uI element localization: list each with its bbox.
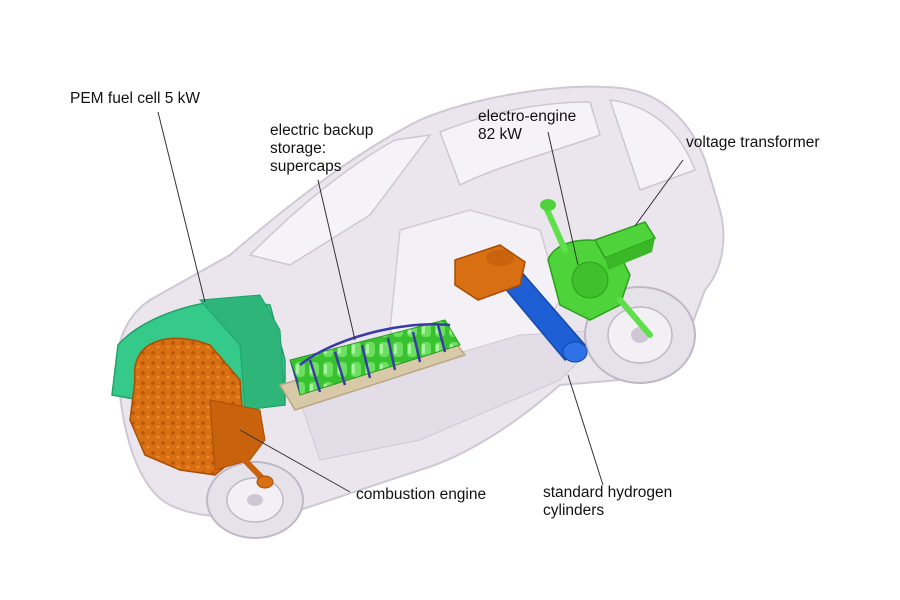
- label-voltage-transformer: voltage transformer: [686, 134, 820, 151]
- orange-control-unit: [454, 244, 526, 301]
- leader-line-supercaps: [317, 179, 356, 341]
- leader-line-voltage: [634, 159, 684, 227]
- wheel-icon: [584, 286, 696, 384]
- label-hydrogen-cylinders: standard hydrogen cylinders: [543, 484, 673, 519]
- wheel-icon: [206, 461, 304, 539]
- rear-window: [608, 99, 696, 191]
- chassis-floor: [299, 329, 612, 461]
- voltage-transformer-component: [593, 221, 657, 270]
- label-supercaps: electric backup storage: supercaps: [270, 122, 374, 175]
- leader-line-hydrogen: [567, 374, 604, 486]
- car-body: [115, 85, 725, 518]
- label-combustion-engine: combustion engine: [356, 486, 487, 503]
- side-window: [439, 101, 601, 187]
- label-pem-fuel-cell: PEM fuel cell 5 kW: [70, 90, 201, 107]
- leader-line-electro-engine: [547, 131, 579, 266]
- combustion-engine-component: [129, 337, 274, 489]
- supercaps-component: [278, 319, 467, 411]
- leader-line-pem: [157, 111, 206, 303]
- leader-line-combustion: [239, 429, 351, 493]
- windshield: [248, 134, 432, 266]
- label-electro-engine: electro-engine 82 kW: [478, 108, 577, 143]
